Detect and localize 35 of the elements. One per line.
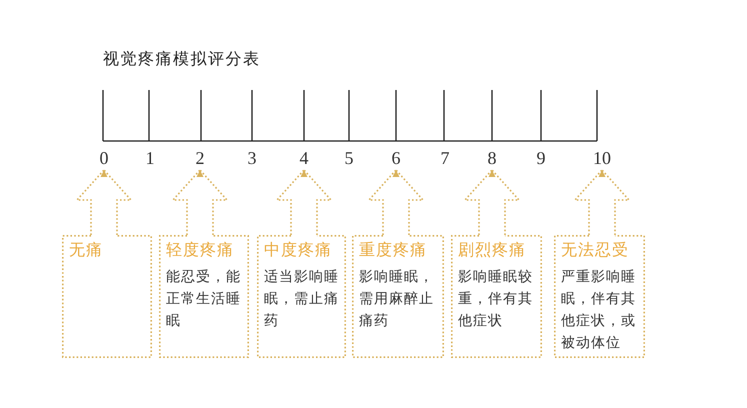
callout-box bbox=[257, 235, 346, 358]
callout-box bbox=[451, 235, 542, 358]
arrow bbox=[463, 169, 521, 236]
box-heading: 重度疼痛 bbox=[359, 239, 428, 261]
arrow bbox=[75, 169, 133, 236]
scale-number: 3 bbox=[248, 149, 256, 168]
box-heading: 无法忍受 bbox=[561, 239, 630, 261]
scale-number: 6 bbox=[392, 149, 400, 168]
box-heading: 中度疼痛 bbox=[264, 239, 333, 261]
box-description: 影响睡眠，需用麻醉止痛药 bbox=[359, 268, 435, 331]
callout-box bbox=[352, 235, 444, 358]
box-heading: 轻度疼痛 bbox=[166, 239, 235, 261]
arrow bbox=[367, 169, 425, 236]
box-heading: 无痛 bbox=[69, 239, 104, 261]
arrow bbox=[573, 169, 631, 236]
scale-number: 8 bbox=[488, 149, 496, 168]
box-heading: 剧烈疼痛 bbox=[458, 239, 527, 261]
scale-number: 7 bbox=[440, 149, 450, 168]
title: 视觉疼痛模拟评分表 bbox=[103, 49, 260, 69]
scale-number: 2 bbox=[196, 149, 204, 168]
scale-number: 9 bbox=[536, 149, 546, 168]
callout-box bbox=[159, 235, 249, 358]
scale-number: 10 bbox=[593, 149, 611, 168]
box-description: 影响睡眠较重，伴有其他症状 bbox=[458, 268, 534, 331]
box-description: 能忍受，能正常生活睡眠 bbox=[166, 268, 242, 331]
callout-box bbox=[62, 235, 152, 358]
scale-number: 0 bbox=[100, 149, 108, 168]
callout-box bbox=[554, 235, 645, 358]
box-description: 适当影响睡眠，需止痛药 bbox=[264, 268, 340, 331]
scale-number: 5 bbox=[344, 149, 354, 168]
arrow bbox=[171, 169, 229, 236]
box-description: 严重影响睡眠，伴有其他症状，或被动体位 bbox=[561, 268, 637, 353]
arrow bbox=[275, 169, 333, 236]
scale-number: 4 bbox=[300, 149, 308, 168]
scale-number: 1 bbox=[146, 149, 154, 168]
